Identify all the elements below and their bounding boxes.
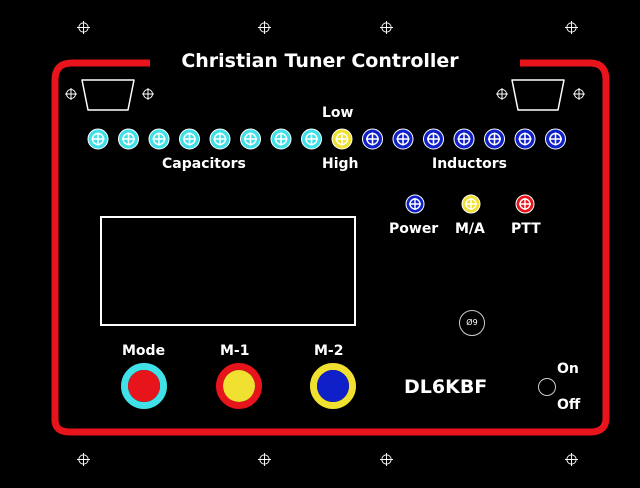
db9-connector-right xyxy=(496,79,585,111)
lcd-display xyxy=(100,216,356,326)
capacitor-led xyxy=(270,128,292,150)
capacitor-led xyxy=(87,128,109,150)
ma-label: M/A xyxy=(455,221,485,237)
m2-label: M-2 xyxy=(314,343,344,359)
inductor-led xyxy=(514,128,536,150)
screw-icon xyxy=(380,21,393,34)
capacitor-led xyxy=(240,128,261,150)
high-label: High xyxy=(322,156,359,172)
power-switch[interactable] xyxy=(538,378,556,396)
mode-button-cap xyxy=(128,370,160,402)
capacitor-led xyxy=(301,128,322,150)
screw-icon xyxy=(565,453,578,466)
mode-button[interactable] xyxy=(121,363,167,409)
inductor-led xyxy=(484,128,505,150)
on-label: On xyxy=(557,361,579,377)
m1-label: M-1 xyxy=(220,343,250,359)
db9-connector-left xyxy=(65,79,154,111)
ma-led xyxy=(461,194,481,214)
screw-icon xyxy=(77,453,90,466)
screw-icon xyxy=(565,21,578,34)
callsign-label: DL6KBF xyxy=(404,376,488,398)
power-label: Power xyxy=(389,221,439,237)
inductor-led xyxy=(545,128,566,150)
panel-title: Christian Tuner Controller xyxy=(181,50,459,72)
inductor-led xyxy=(423,128,444,150)
ptt-led xyxy=(515,194,535,214)
screw-icon xyxy=(258,453,271,466)
screw-icon xyxy=(380,453,393,466)
capacitor-led xyxy=(118,128,139,150)
capacitor-led xyxy=(148,128,170,150)
ptt-label: PTT xyxy=(511,221,541,237)
mounting-hole: Ø9 xyxy=(459,310,485,336)
screw-icon xyxy=(258,21,271,34)
capacitor-led xyxy=(209,128,231,150)
m1-button[interactable] xyxy=(216,363,262,409)
m1-button-cap xyxy=(223,370,255,402)
off-label: Off xyxy=(557,397,581,413)
low-high-led xyxy=(331,128,353,150)
inductor-led xyxy=(362,128,383,150)
inductors-label: Inductors xyxy=(432,156,508,172)
m2-button[interactable] xyxy=(310,363,356,409)
m2-button-cap xyxy=(317,370,349,402)
mode-label: Mode xyxy=(122,343,166,359)
power-led xyxy=(405,194,425,214)
inductor-led xyxy=(453,128,475,150)
capacitor-led xyxy=(179,128,200,150)
low-label: Low xyxy=(322,105,354,121)
inductor-led xyxy=(392,128,414,150)
led-row xyxy=(87,128,566,150)
capacitors-label: Capacitors xyxy=(162,156,246,172)
screw-icon xyxy=(77,21,90,34)
